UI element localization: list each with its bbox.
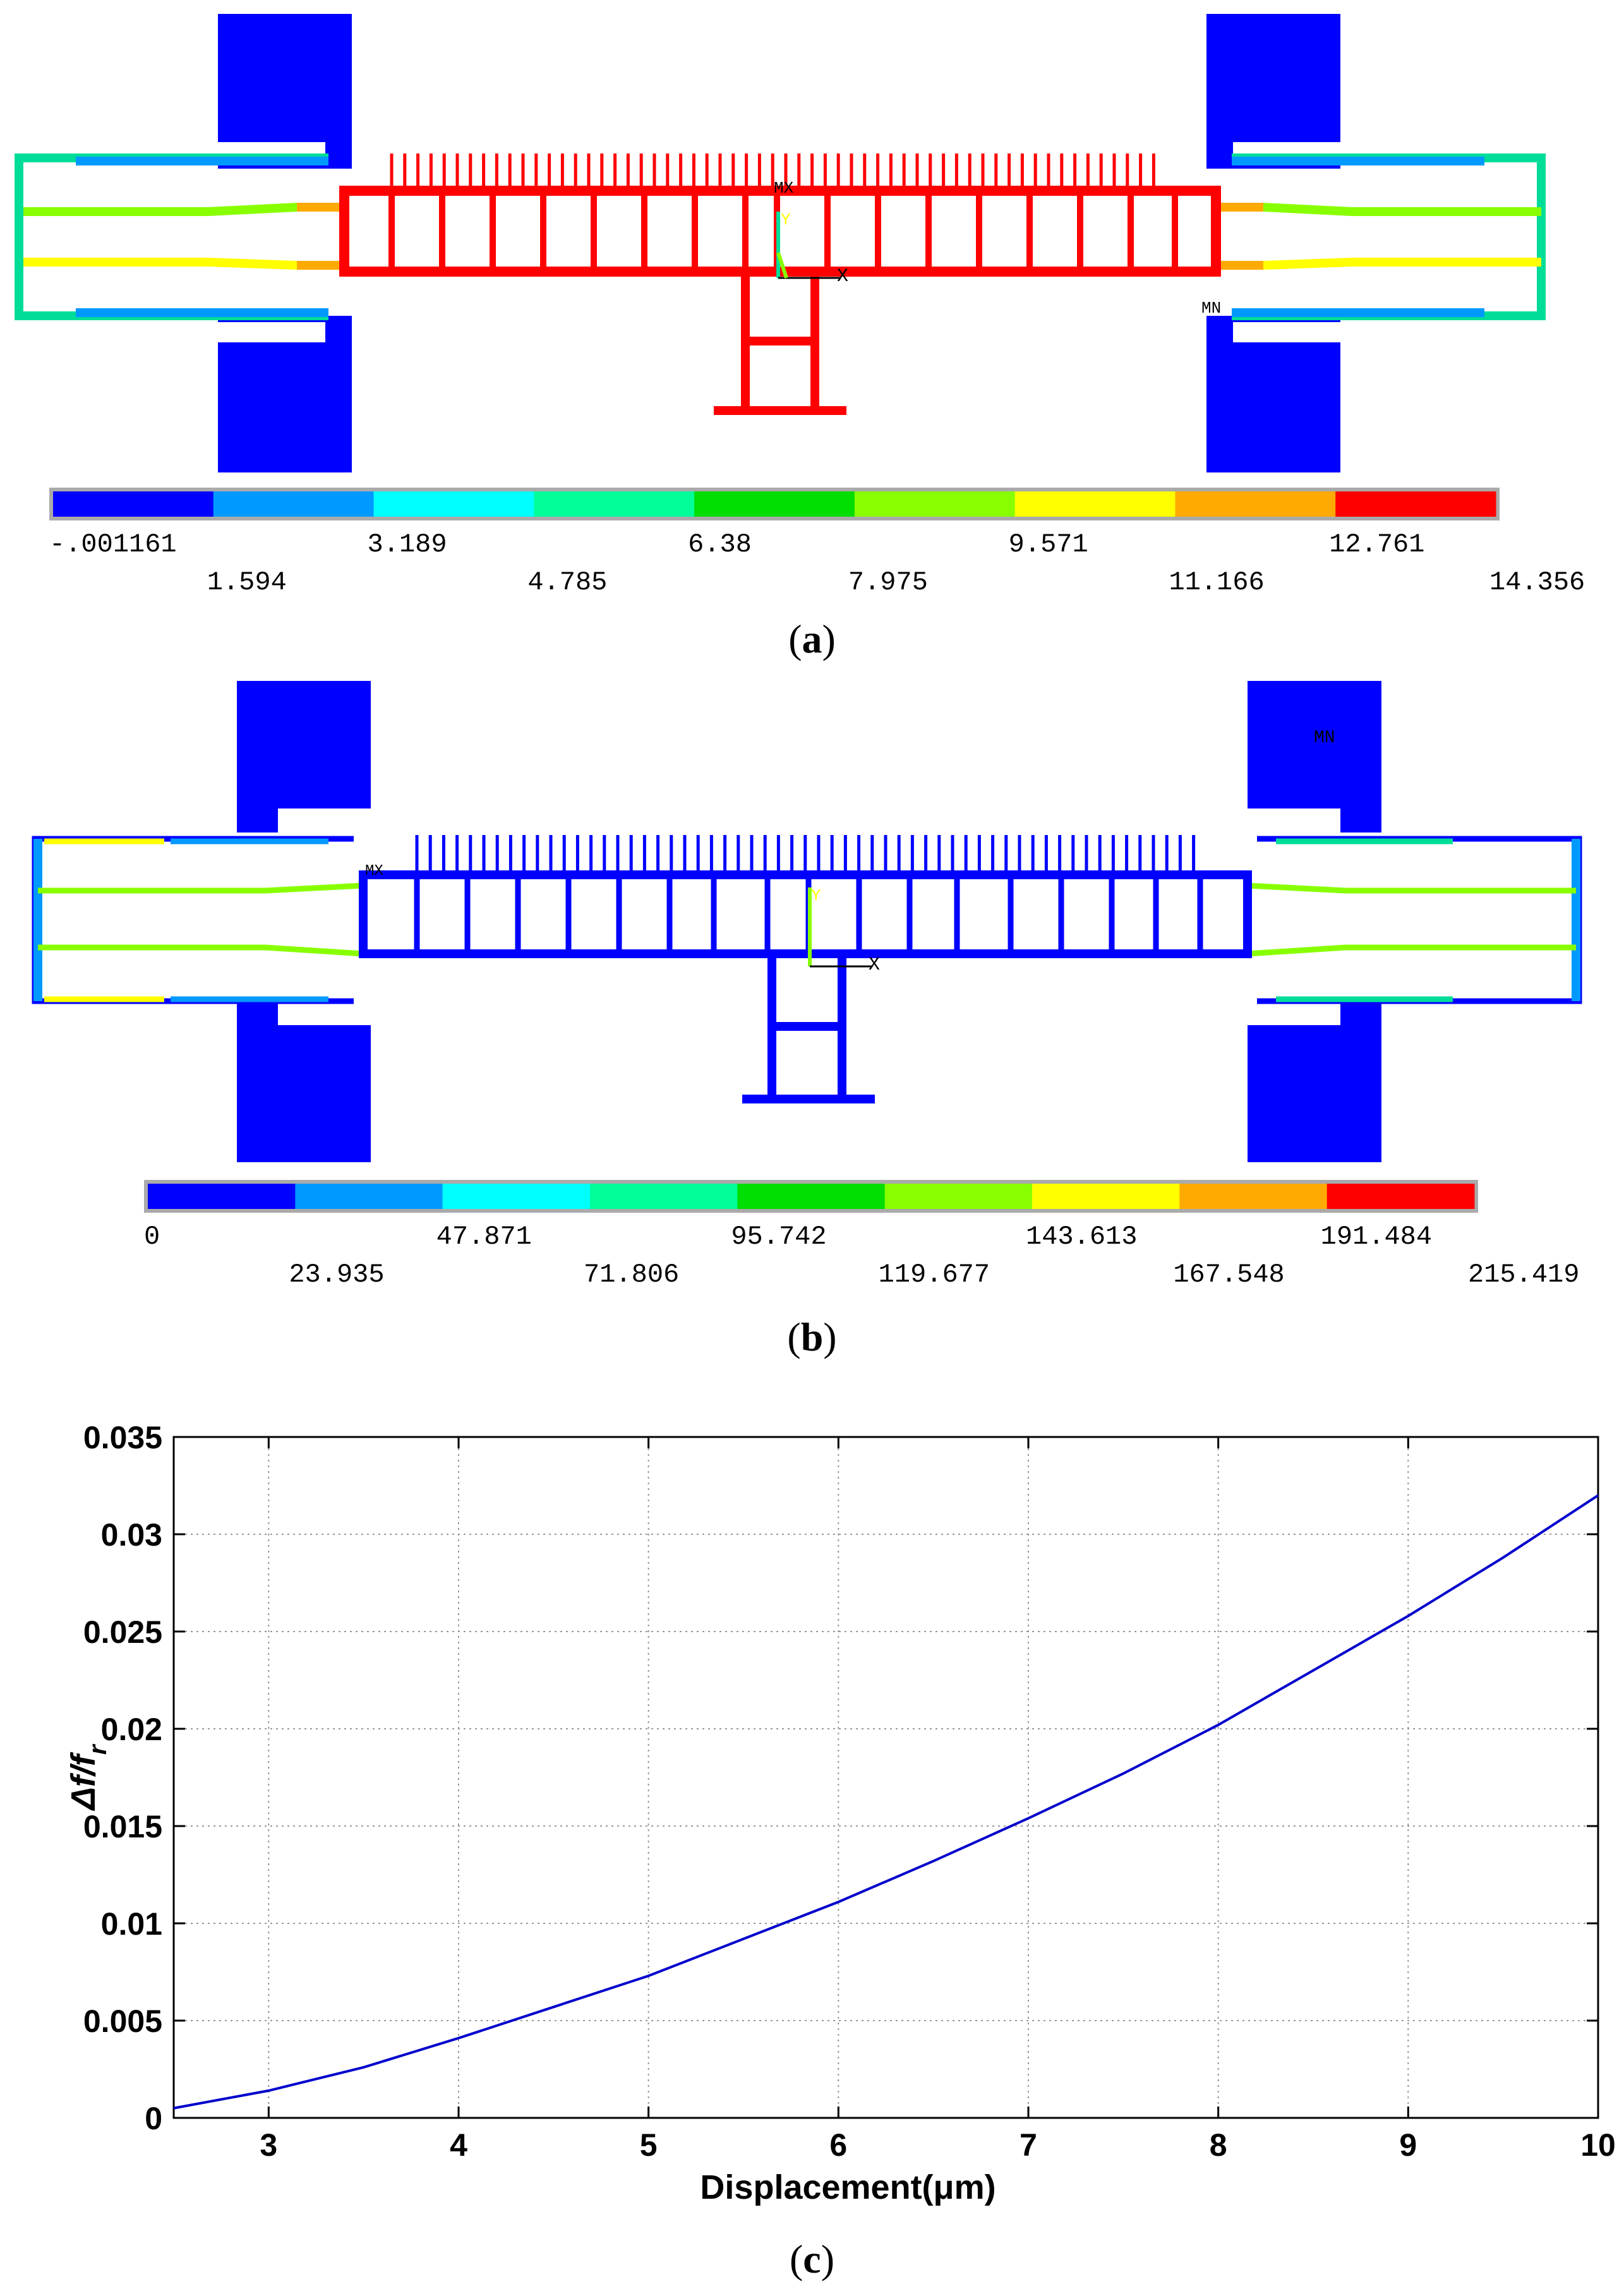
x-tick-label: 8	[1210, 2127, 1227, 2163]
caption-a: (a)	[788, 616, 836, 661]
y-tick-label: 0.01	[101, 1906, 162, 1942]
legend-value-label: 4.785	[527, 567, 607, 598]
legend-value-label: 14.356	[1489, 567, 1585, 598]
legend-band-6	[854, 491, 1016, 517]
legend-band-1	[53, 491, 214, 517]
anchor-top-right	[1248, 681, 1381, 832]
x-tick-label: 9	[1399, 2127, 1417, 2163]
y-tick-label: 0.02	[101, 1712, 162, 1747]
x-tick-label: 4	[450, 2127, 467, 2163]
spring-left	[32, 836, 364, 1004]
axis-triad-b	[808, 887, 872, 968]
stem-a	[714, 272, 846, 415]
legend-value-label: 11.166	[1169, 567, 1264, 598]
comb-fingers-a	[390, 153, 1155, 191]
proof-mass-b	[359, 870, 1252, 958]
comb-fingers-b	[415, 835, 1196, 875]
legend-band-4	[590, 1184, 738, 1209]
legend-labels-a: -.001161 1.594 3.189 4.785 6.38 7.975 9.571 11.…	[49, 529, 1585, 598]
legend-value-label: 95.742	[731, 1222, 826, 1252]
spring-right	[1247, 836, 1582, 1004]
stem-b	[742, 954, 875, 1103]
anchor-bottom-right	[1248, 1001, 1381, 1162]
legend-value-label: 1.594	[207, 567, 287, 598]
legend-value-label: 191.484	[1321, 1222, 1432, 1252]
series-line	[173, 1494, 1599, 2110]
legend-value-label: 7.975	[848, 567, 928, 598]
node-label-max-a: MX	[774, 179, 794, 198]
legend-value-label: -.001161	[49, 529, 177, 560]
axis-label-x-b: X	[869, 954, 880, 976]
legend-value-label: 23.935	[289, 1259, 384, 1290]
legend-band-7	[1014, 491, 1176, 517]
y-tick-label: 0.015	[83, 1809, 162, 1844]
node-label-min-a: MN	[1201, 299, 1221, 318]
legend-band-1	[148, 1184, 296, 1209]
node-label-max-b: MX	[365, 863, 383, 880]
legend-band-7	[1032, 1184, 1180, 1209]
legend-band-9	[1335, 491, 1496, 517]
legend-band-9	[1326, 1184, 1475, 1209]
legend-band-3	[442, 1184, 591, 1209]
figure-a: MX Y X MN -.001161 1.594 3.189 4.785 6.38 7.9…	[0, 0, 1624, 632]
plot-area	[174, 1437, 1598, 2118]
legend-labels-b: 0 23.935 47.871 71.806 95.742 119.677 143.613 1…	[144, 1222, 1579, 1290]
figure-b: MX Y X MN 0 23.935 47.871 71.806 95.742 119.6…	[0, 670, 1624, 1326]
legend-band-8	[1175, 491, 1336, 517]
x-tick-label: 7	[1020, 2127, 1037, 2163]
caption-c: (c)	[789, 2237, 835, 2281]
legend-value-label: 9.571	[1009, 529, 1088, 560]
anchor-top-left	[237, 681, 371, 832]
legend-band-3	[373, 491, 534, 517]
spring-left	[15, 153, 344, 320]
y-tick-label: 0.005	[83, 2004, 162, 2039]
figure-c: 3 4 5 6 7 8 9 10 0 0.005 0.01 0.015 0.02 0.025 0.03 0.0…	[0, 1377, 1624, 2217]
legend-value-label: 3.189	[368, 529, 447, 560]
y-axis-label: Δf/fr	[64, 1743, 112, 1811]
y-tick-label: 0.03	[101, 1517, 162, 1553]
x-tick-label: 10	[1580, 2127, 1616, 2163]
legend-value-label: 119.677	[879, 1259, 990, 1290]
contour-legend-a	[49, 488, 1500, 520]
x-tick-label: 5	[640, 2127, 658, 2163]
legend-band-4	[534, 491, 695, 517]
spring-right	[1216, 153, 1546, 320]
x-tick-label: 6	[829, 2127, 847, 2163]
caption-b: (b)	[787, 1314, 837, 1359]
y-tick-label: 0.025	[83, 1614, 162, 1650]
contour-legend-b	[144, 1180, 1478, 1213]
axis-label-x-a: X	[837, 266, 848, 287]
legend-band-2	[213, 491, 375, 517]
legend-band-8	[1179, 1184, 1328, 1209]
figure-a-svg: MX Y X MN -.001161 1.594 3.189 4.785 6.38 7.9…	[15, 14, 1585, 598]
y-tick-label: 0.035	[83, 1420, 162, 1455]
x-axis-label: Displacement(μm)	[700, 2168, 995, 2206]
x-tick-label: 3	[260, 2127, 277, 2163]
plot-frame	[172, 1436, 1599, 2119]
y-tick-label: 0	[145, 2101, 162, 2136]
legend-band-2	[295, 1184, 443, 1209]
legend-value-label: 0	[144, 1222, 160, 1252]
axis-label-y-b: Y	[811, 886, 821, 905]
legend-value-label: 143.613	[1026, 1222, 1137, 1252]
legend-value-label: 71.806	[584, 1259, 679, 1290]
legend-value-label: 47.871	[436, 1222, 532, 1252]
node-label-min-b: MN	[1314, 728, 1335, 748]
anchor-bottom-left	[237, 1001, 371, 1162]
legend-band-5	[737, 1184, 886, 1209]
legend-value-label: 167.548	[1173, 1259, 1284, 1290]
legend-band-5	[694, 491, 855, 517]
axis-label-y-a: Y	[781, 210, 791, 229]
figure-b-svg: MX Y X MN 0 23.935 47.871 71.806 95.742 119.6…	[32, 681, 1582, 1290]
legend-value-label: 6.38	[688, 529, 752, 560]
line-chart: 3 4 5 6 7 8 9 10 0 0.005 0.01 0.015 0.02 0.025 0.03 0.0…	[64, 1420, 1616, 2206]
legend-value-label: 12.761	[1329, 529, 1424, 560]
axis-triad-a	[776, 212, 840, 279]
legend-band-6	[884, 1184, 1033, 1209]
legend-value-label: 215.419	[1468, 1259, 1579, 1290]
